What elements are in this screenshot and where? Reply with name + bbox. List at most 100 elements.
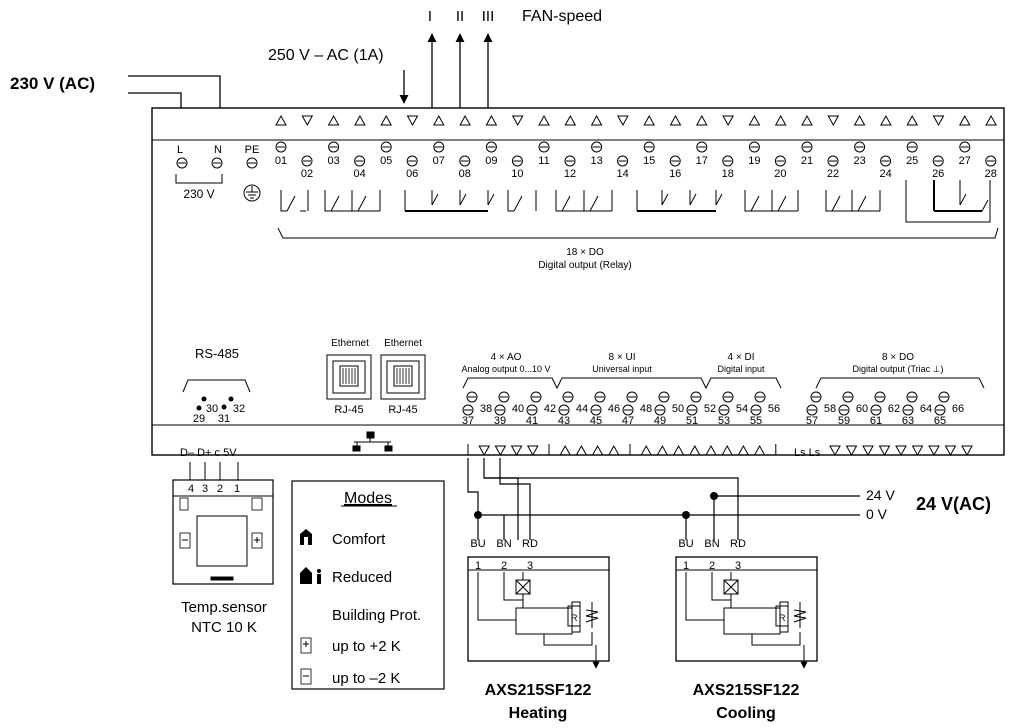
io-terminal-label-40: 40 bbox=[512, 403, 524, 415]
terminal-marker bbox=[564, 114, 577, 126]
io-terminal-63 bbox=[902, 404, 914, 416]
io-terminal-51 bbox=[686, 404, 698, 416]
sensor-pin-2: 2 bbox=[217, 483, 223, 495]
do-terminal-label-07: 07 bbox=[433, 155, 445, 167]
rj45-port-1 bbox=[326, 354, 372, 400]
io-terminal-label-37: 37 bbox=[462, 415, 474, 427]
do-terminal-label-04: 04 bbox=[353, 168, 365, 180]
io-terminal-label-41: 41 bbox=[526, 415, 538, 427]
io-terminal-label-54: 54 bbox=[736, 403, 748, 415]
terminal-marker bbox=[590, 114, 603, 126]
do-group-brace bbox=[277, 227, 999, 239]
relay-rating-label: 250 V – AC (1A) bbox=[268, 47, 384, 64]
supply-0v: 0 V bbox=[866, 506, 888, 522]
terminal-pe-label: PE bbox=[245, 144, 260, 156]
ui-desc: Universal input bbox=[592, 364, 652, 374]
mode-reduced-label: Reduced bbox=[332, 569, 392, 586]
rs485-pins: 30 32 29 31 bbox=[193, 396, 245, 425]
resistor-label: R bbox=[779, 613, 786, 623]
terminal-marker bbox=[958, 114, 971, 126]
do-terminal-01 bbox=[275, 141, 287, 153]
terminal-n-label: N bbox=[214, 144, 222, 156]
building-protection-icon bbox=[301, 605, 316, 622]
do-terminal-19 bbox=[748, 141, 760, 153]
io-terminal-label-46: 46 bbox=[608, 403, 620, 415]
do-terminal-label-15: 15 bbox=[643, 155, 655, 167]
sensor-spec: NTC 10 K bbox=[191, 619, 257, 636]
sensor-title: Temp.sensor bbox=[181, 599, 267, 616]
do-terminal-02 bbox=[301, 155, 313, 167]
do-terminal-label-22: 22 bbox=[827, 168, 839, 180]
power-terminals: L N PE 230 V bbox=[175, 144, 261, 202]
minus-icon bbox=[300, 668, 312, 685]
do-terminal-28 bbox=[985, 155, 997, 167]
do-terminal-22 bbox=[827, 155, 839, 167]
do-terminal-24 bbox=[880, 155, 892, 167]
sensor-pin-3: 3 bbox=[202, 483, 208, 495]
wire-label-bu: BU bbox=[678, 538, 693, 550]
wire-label-bn: BN bbox=[496, 538, 511, 550]
wire-label-bn: BN bbox=[704, 538, 719, 550]
temp-sensor-device bbox=[172, 462, 274, 585]
terminal-marker bbox=[985, 114, 997, 126]
do-terminal-label-13: 13 bbox=[590, 155, 602, 167]
terminal-marker bbox=[774, 114, 787, 126]
do-terminal-06 bbox=[406, 155, 418, 167]
do-group-count: 18 × DO bbox=[566, 247, 604, 258]
terminal-marker bbox=[669, 114, 682, 126]
terminal-marker bbox=[906, 114, 919, 126]
io-terminal-55 bbox=[750, 404, 762, 416]
io-terminal-49 bbox=[654, 404, 666, 416]
do-terminal-label-01: 01 bbox=[275, 155, 287, 167]
actuator-model: AXS215SF122 bbox=[693, 682, 800, 699]
mode-plus-label: up to +2 K bbox=[332, 638, 401, 655]
actuator-role: Cooling bbox=[716, 705, 776, 722]
do-terminal-label-28: 28 bbox=[985, 168, 997, 180]
io-terminal-44 bbox=[562, 391, 574, 403]
fan-speed-arrows bbox=[427, 33, 493, 108]
do-terminal-14 bbox=[617, 155, 629, 167]
terminal-marker bbox=[432, 114, 445, 126]
actuator-wiring bbox=[467, 458, 860, 540]
terminal-marker bbox=[643, 114, 656, 126]
rs485-title: RS-485 bbox=[195, 346, 239, 361]
io-terminal-38 bbox=[466, 391, 478, 403]
io-terminal-label-49: 49 bbox=[654, 415, 666, 427]
do-terminal-label-20: 20 bbox=[774, 168, 786, 180]
do-terminal-04 bbox=[354, 155, 366, 167]
io-terminal-47 bbox=[622, 404, 634, 416]
io-terminal-50 bbox=[658, 391, 670, 403]
io-terminal-65 bbox=[934, 404, 946, 416]
terminal-marker bbox=[801, 114, 813, 126]
terminal-marker bbox=[880, 114, 892, 126]
rs485-pin-32: 32 bbox=[233, 403, 245, 415]
resistor-label: R bbox=[571, 613, 578, 623]
terminal-marker bbox=[459, 114, 471, 126]
do-terminal-26 bbox=[932, 155, 944, 167]
io-group-headers: 4 × AO Analog output 0...10 V 8 × UI Uni… bbox=[461, 352, 985, 390]
io-terminal-45 bbox=[590, 404, 602, 416]
relay-contacts bbox=[280, 180, 991, 223]
terminal-marker bbox=[748, 114, 761, 126]
ethernet-2-title: Ethernet bbox=[384, 338, 422, 349]
junction-dots bbox=[474, 492, 718, 519]
do-terminal-16 bbox=[669, 155, 681, 167]
reduced-mode-icon bbox=[300, 567, 312, 584]
do-terminal-05 bbox=[380, 141, 392, 153]
terminal-marker bbox=[722, 115, 734, 127]
terminal-marker bbox=[485, 114, 498, 126]
do-terminal-label-25: 25 bbox=[906, 155, 918, 167]
do-terminal-23 bbox=[854, 141, 866, 153]
do-terminal-label-24: 24 bbox=[879, 168, 891, 180]
do-terminal-12 bbox=[564, 155, 576, 167]
terminal-marker bbox=[406, 115, 419, 127]
io-terminal-label-60: 60 bbox=[856, 403, 868, 415]
io-terminal-46 bbox=[594, 391, 606, 403]
mode-minus-label: up to –2 K bbox=[332, 670, 400, 687]
io-terminal-57 bbox=[806, 404, 818, 416]
io-terminal-58 bbox=[810, 391, 822, 403]
io-terminal-label-64: 64 bbox=[920, 403, 932, 415]
